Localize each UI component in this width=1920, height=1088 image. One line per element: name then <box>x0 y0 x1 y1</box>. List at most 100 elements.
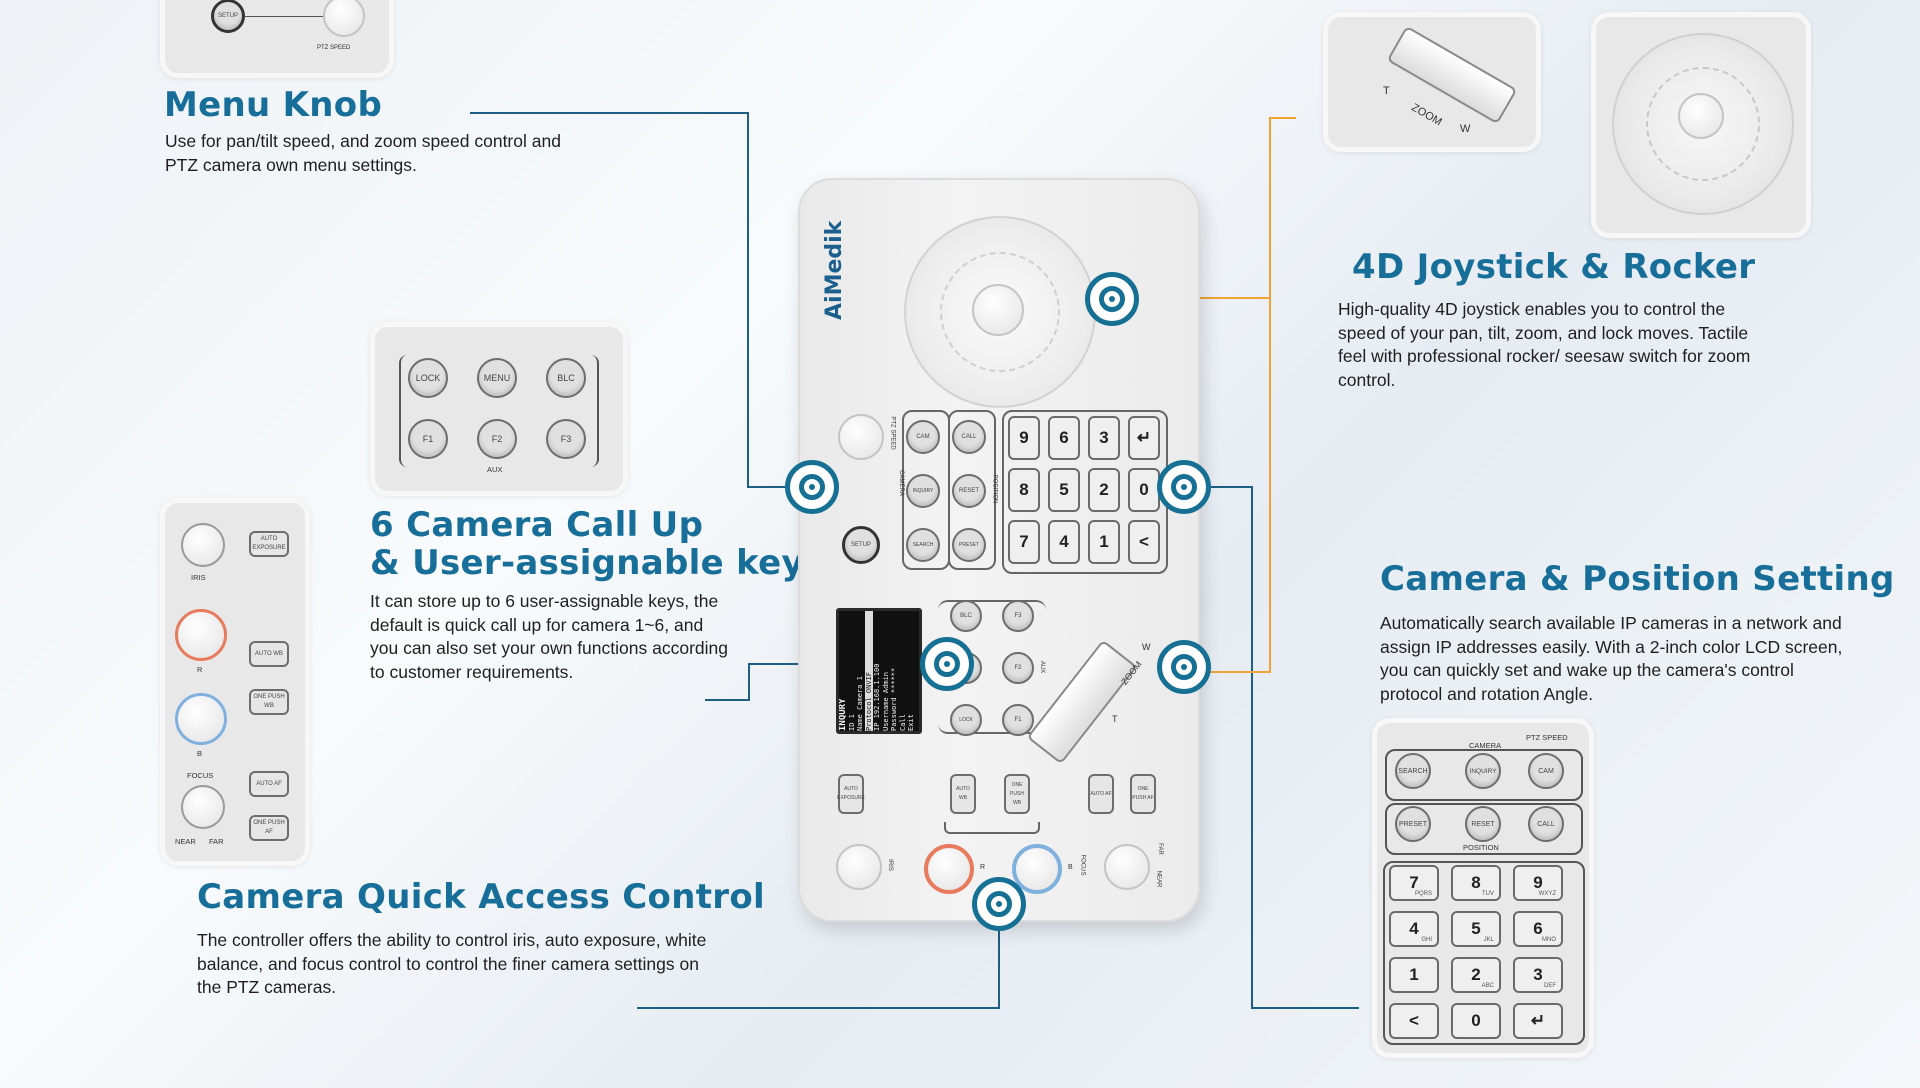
position-reset-button[interactable]: RESET <box>1465 806 1501 842</box>
device-key-back[interactable]: < <box>1128 520 1160 564</box>
iris-knob[interactable] <box>181 523 225 567</box>
device-wb-bracket <box>944 822 1040 834</box>
lcd-title: INQURY <box>838 698 848 731</box>
device-aux-f1[interactable]: F1 <box>1002 704 1034 736</box>
b-label: B <box>197 749 203 758</box>
call-up-title-line2: & User-assignable keys <box>370 543 825 583</box>
device-aux-f2[interactable]: F2 <box>1002 652 1034 684</box>
quick-access-target-icon <box>972 877 1026 931</box>
joystick-connector-v <box>1269 117 1271 673</box>
zoom-target-icon <box>1157 640 1211 694</box>
lcd-row-username: Username Admin <box>881 671 890 731</box>
position-call-button[interactable]: CALL <box>1528 806 1564 842</box>
aux-key-f2[interactable]: F2 <box>477 419 517 459</box>
device-key-4[interactable]: 4 <box>1048 520 1080 564</box>
device-one-push-af[interactable]: ONE PUSH AF <box>1130 774 1156 814</box>
device-key-8[interactable]: 8 <box>1008 468 1040 512</box>
device-auto-exposure[interactable]: AUTO EXPOSURE <box>837 774 865 814</box>
device-aux-blc[interactable]: BLC <box>950 600 982 632</box>
position-search-button[interactable]: SEARCH <box>1395 753 1431 789</box>
device-key-enter[interactable]: ↵ <box>1128 416 1160 460</box>
menu-knob-target-icon <box>785 460 839 514</box>
position-inset-ptz-label: PTZ SPEED <box>1526 733 1568 742</box>
device-r-label: R <box>980 864 986 871</box>
r-knob[interactable] <box>175 609 227 661</box>
aux-key-f1[interactable]: F1 <box>408 419 448 459</box>
aux-key-menu[interactable]: MENU <box>477 358 517 398</box>
brand-text: AiMedik <box>822 220 847 320</box>
device-b-knob[interactable] <box>1012 844 1062 894</box>
keypad-key-enter[interactable]: ↵ <box>1513 1003 1563 1039</box>
position-keypad-bracket <box>1383 861 1585 1045</box>
device-auto-af[interactable]: AUTO AF <box>1088 774 1114 814</box>
device-iris-knob[interactable] <box>836 844 882 890</box>
device-focus-knob[interactable] <box>1104 844 1150 890</box>
ptz-speed-knob[interactable] <box>323 0 365 37</box>
menu-knob-connector-v <box>747 112 749 487</box>
setup-button[interactable]: SETUP <box>211 0 245 33</box>
preset-button-device[interactable]: PRESET <box>952 528 986 562</box>
device-aux-lock[interactable]: LOCK <box>950 704 982 736</box>
device-key-2[interactable]: 2 <box>1088 468 1120 512</box>
menu-knob-inset: SETUP PTZ SPEED <box>160 0 394 78</box>
device-auto-wb[interactable]: AUTO WB <box>950 774 976 814</box>
device-one-push-wb[interactable]: ONE PUSH WB <box>1004 774 1030 814</box>
call-up-title-line1: 6 Camera Call Up <box>370 505 704 545</box>
aux-key-f3[interactable]: F3 <box>546 419 586 459</box>
position-preset-button[interactable]: PRESET <box>1395 806 1431 842</box>
keypad-key-0[interactable]: 0 <box>1451 1003 1501 1039</box>
call-button-device[interactable]: CALL <box>952 420 986 454</box>
one-push-wb-button[interactable]: ONE PUSH WB <box>249 689 289 715</box>
auto-af-button[interactable]: AUTO AF <box>249 771 289 797</box>
auto-wb-button[interactable]: AUTO WB <box>249 641 289 667</box>
position-inquiry-button[interactable]: INQUIRY <box>1465 753 1501 789</box>
aux-key-blc[interactable]: BLC <box>546 358 586 398</box>
zoom-rocker-closeup[interactable] <box>1386 25 1518 125</box>
keypad-key-back[interactable]: < <box>1389 1003 1439 1039</box>
quick-access-description: The controller offers the ability to con… <box>197 930 707 997</box>
setup-button-device[interactable]: SETUP <box>842 526 880 564</box>
aux-key-lock[interactable]: LOCK <box>408 358 448 398</box>
joystick-ring <box>940 252 1060 372</box>
device-b-label: B <box>1068 864 1073 871</box>
one-push-af-button[interactable]: ONE PUSH AF <box>249 815 289 841</box>
auto-exposure-button[interactable]: AUTO EXPOSURE <box>249 531 289 557</box>
joystick-closeup-stick[interactable] <box>1678 93 1724 139</box>
position-title: Camera & Position Setting <box>1380 559 1895 599</box>
keypad-key-1[interactable]: 1 <box>1389 957 1439 993</box>
joystick-stick[interactable] <box>972 284 1024 336</box>
joystick-connector-h2 <box>1210 671 1271 673</box>
cam-button-device[interactable]: CAM <box>906 420 940 454</box>
device-key-6[interactable]: 6 <box>1048 416 1080 460</box>
inquiry-button-device[interactable]: INQUIRY <box>906 474 940 508</box>
ptz-speed-knob-device[interactable] <box>838 414 884 460</box>
zoom-inset-w: W <box>1460 123 1471 135</box>
search-button-device[interactable]: SEARCH <box>906 528 940 562</box>
device-r-knob[interactable] <box>924 844 974 894</box>
device-aux-bracket <box>938 600 1046 734</box>
ptz-speed-label-device: PTZ SPEED <box>889 416 896 450</box>
device-key-0[interactable]: 0 <box>1128 468 1160 512</box>
device-key-5[interactable]: 5 <box>1048 468 1080 512</box>
b-knob[interactable] <box>175 693 227 745</box>
device-key-3[interactable]: 3 <box>1088 416 1120 460</box>
call-up-target-icon <box>920 637 974 691</box>
position-cam-button[interactable]: CAM <box>1528 753 1564 789</box>
focus-knob[interactable] <box>181 785 225 829</box>
device-key-7[interactable]: 7 <box>1008 520 1040 564</box>
device-key-1[interactable]: 1 <box>1088 520 1120 564</box>
device-aux-f3[interactable]: F3 <box>1002 600 1034 632</box>
reset-button-device[interactable]: RESET <box>952 474 986 508</box>
r-label: R <box>197 665 203 674</box>
device-key-9[interactable]: 9 <box>1008 416 1040 460</box>
position-connector-h2 <box>1251 1007 1359 1009</box>
